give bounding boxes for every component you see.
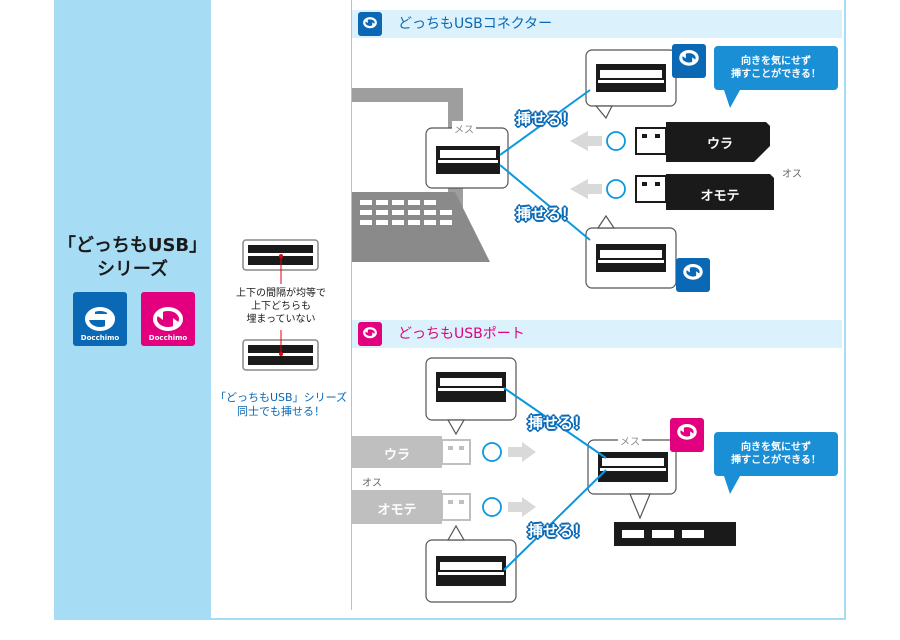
connector-plug-logo-lower: [676, 258, 710, 292]
caption-line-3: 埋まっていない: [246, 314, 316, 325]
port-section-header: [352, 320, 842, 348]
callout-line-2: 挿すことができる！: [731, 455, 821, 466]
connector-section-header: [352, 10, 842, 38]
port-callout: 向きを気にせず 挿すことができる！: [714, 441, 838, 467]
port-section-logo: [358, 322, 382, 346]
port-female-label: メス: [618, 433, 642, 448]
swap-arrows-icon: [679, 49, 699, 66]
connector-female-label: メス: [452, 121, 476, 136]
connector-plug-front-label: オモテ: [700, 189, 740, 204]
connector-insert-label-lower: 挿せる！: [516, 205, 577, 223]
caption-line-2: 上下どちらも: [251, 301, 311, 312]
logo-wordmark: Docchimo: [148, 334, 188, 342]
column-divider: [351, 0, 352, 610]
port-hub-logo: [670, 418, 704, 452]
swap-arrows-icon: [85, 307, 115, 331]
swap-arrows-icon: [683, 263, 703, 280]
callout-line-1: 向きを気にせず: [741, 56, 811, 67]
connector-plug-logo-upper: [672, 44, 706, 78]
callout-line-2: 挿すことができる！: [731, 69, 821, 80]
docchimo-blue-logo: Docchimo: [73, 292, 127, 346]
series-title: 「どっちもUSB」 シリーズ: [54, 234, 211, 282]
swap-arrows-icon: [363, 17, 377, 29]
swap-arrows-icon: [153, 307, 183, 331]
connector-section-logo: [358, 12, 382, 36]
port-plug-back-label: ウラ: [383, 448, 410, 463]
connector-male-label: オス: [782, 169, 802, 180]
connector-plug-back-label: ウラ: [706, 137, 733, 152]
docchimo-pink-logo: Docchimo: [141, 292, 195, 346]
series-title-line2: シリーズ: [96, 259, 169, 280]
swap-arrows-icon: [363, 327, 377, 339]
port-section-title: どっちもUSBポート: [398, 326, 525, 342]
callout-line-1: 向きを気にせず: [741, 442, 811, 453]
connector-callout: 向きを気にせず 挿すことができる！: [714, 55, 838, 81]
spacing-caption: 上下の間隔が均等で 上下どちらも 埋まっていない: [215, 287, 347, 326]
compatibility-note: 「どっちもUSB」シリーズ 同士でも挿せる！: [208, 391, 354, 419]
note-line-2: 同士でも挿せる！: [237, 405, 325, 418]
port-insert-label-upper: 挿せる！: [528, 414, 589, 432]
port-insert-label-lower: 挿せる！: [528, 522, 589, 540]
note-line-1: 「どっちもUSB」シリーズ: [214, 391, 348, 404]
connector-section-title: どっちもUSBコネクター: [398, 16, 553, 32]
port-plug-front-label: オモテ: [377, 503, 417, 518]
logo-wordmark: Docchimo: [80, 334, 120, 342]
port-male-label: オス: [362, 478, 382, 489]
series-title-line1: 「どっちもUSB」: [57, 235, 208, 256]
caption-line-1: 上下の間隔が均等で: [236, 288, 326, 299]
connector-insert-label-upper: 挿せる！: [516, 110, 577, 128]
swap-arrows-icon: [677, 423, 697, 440]
